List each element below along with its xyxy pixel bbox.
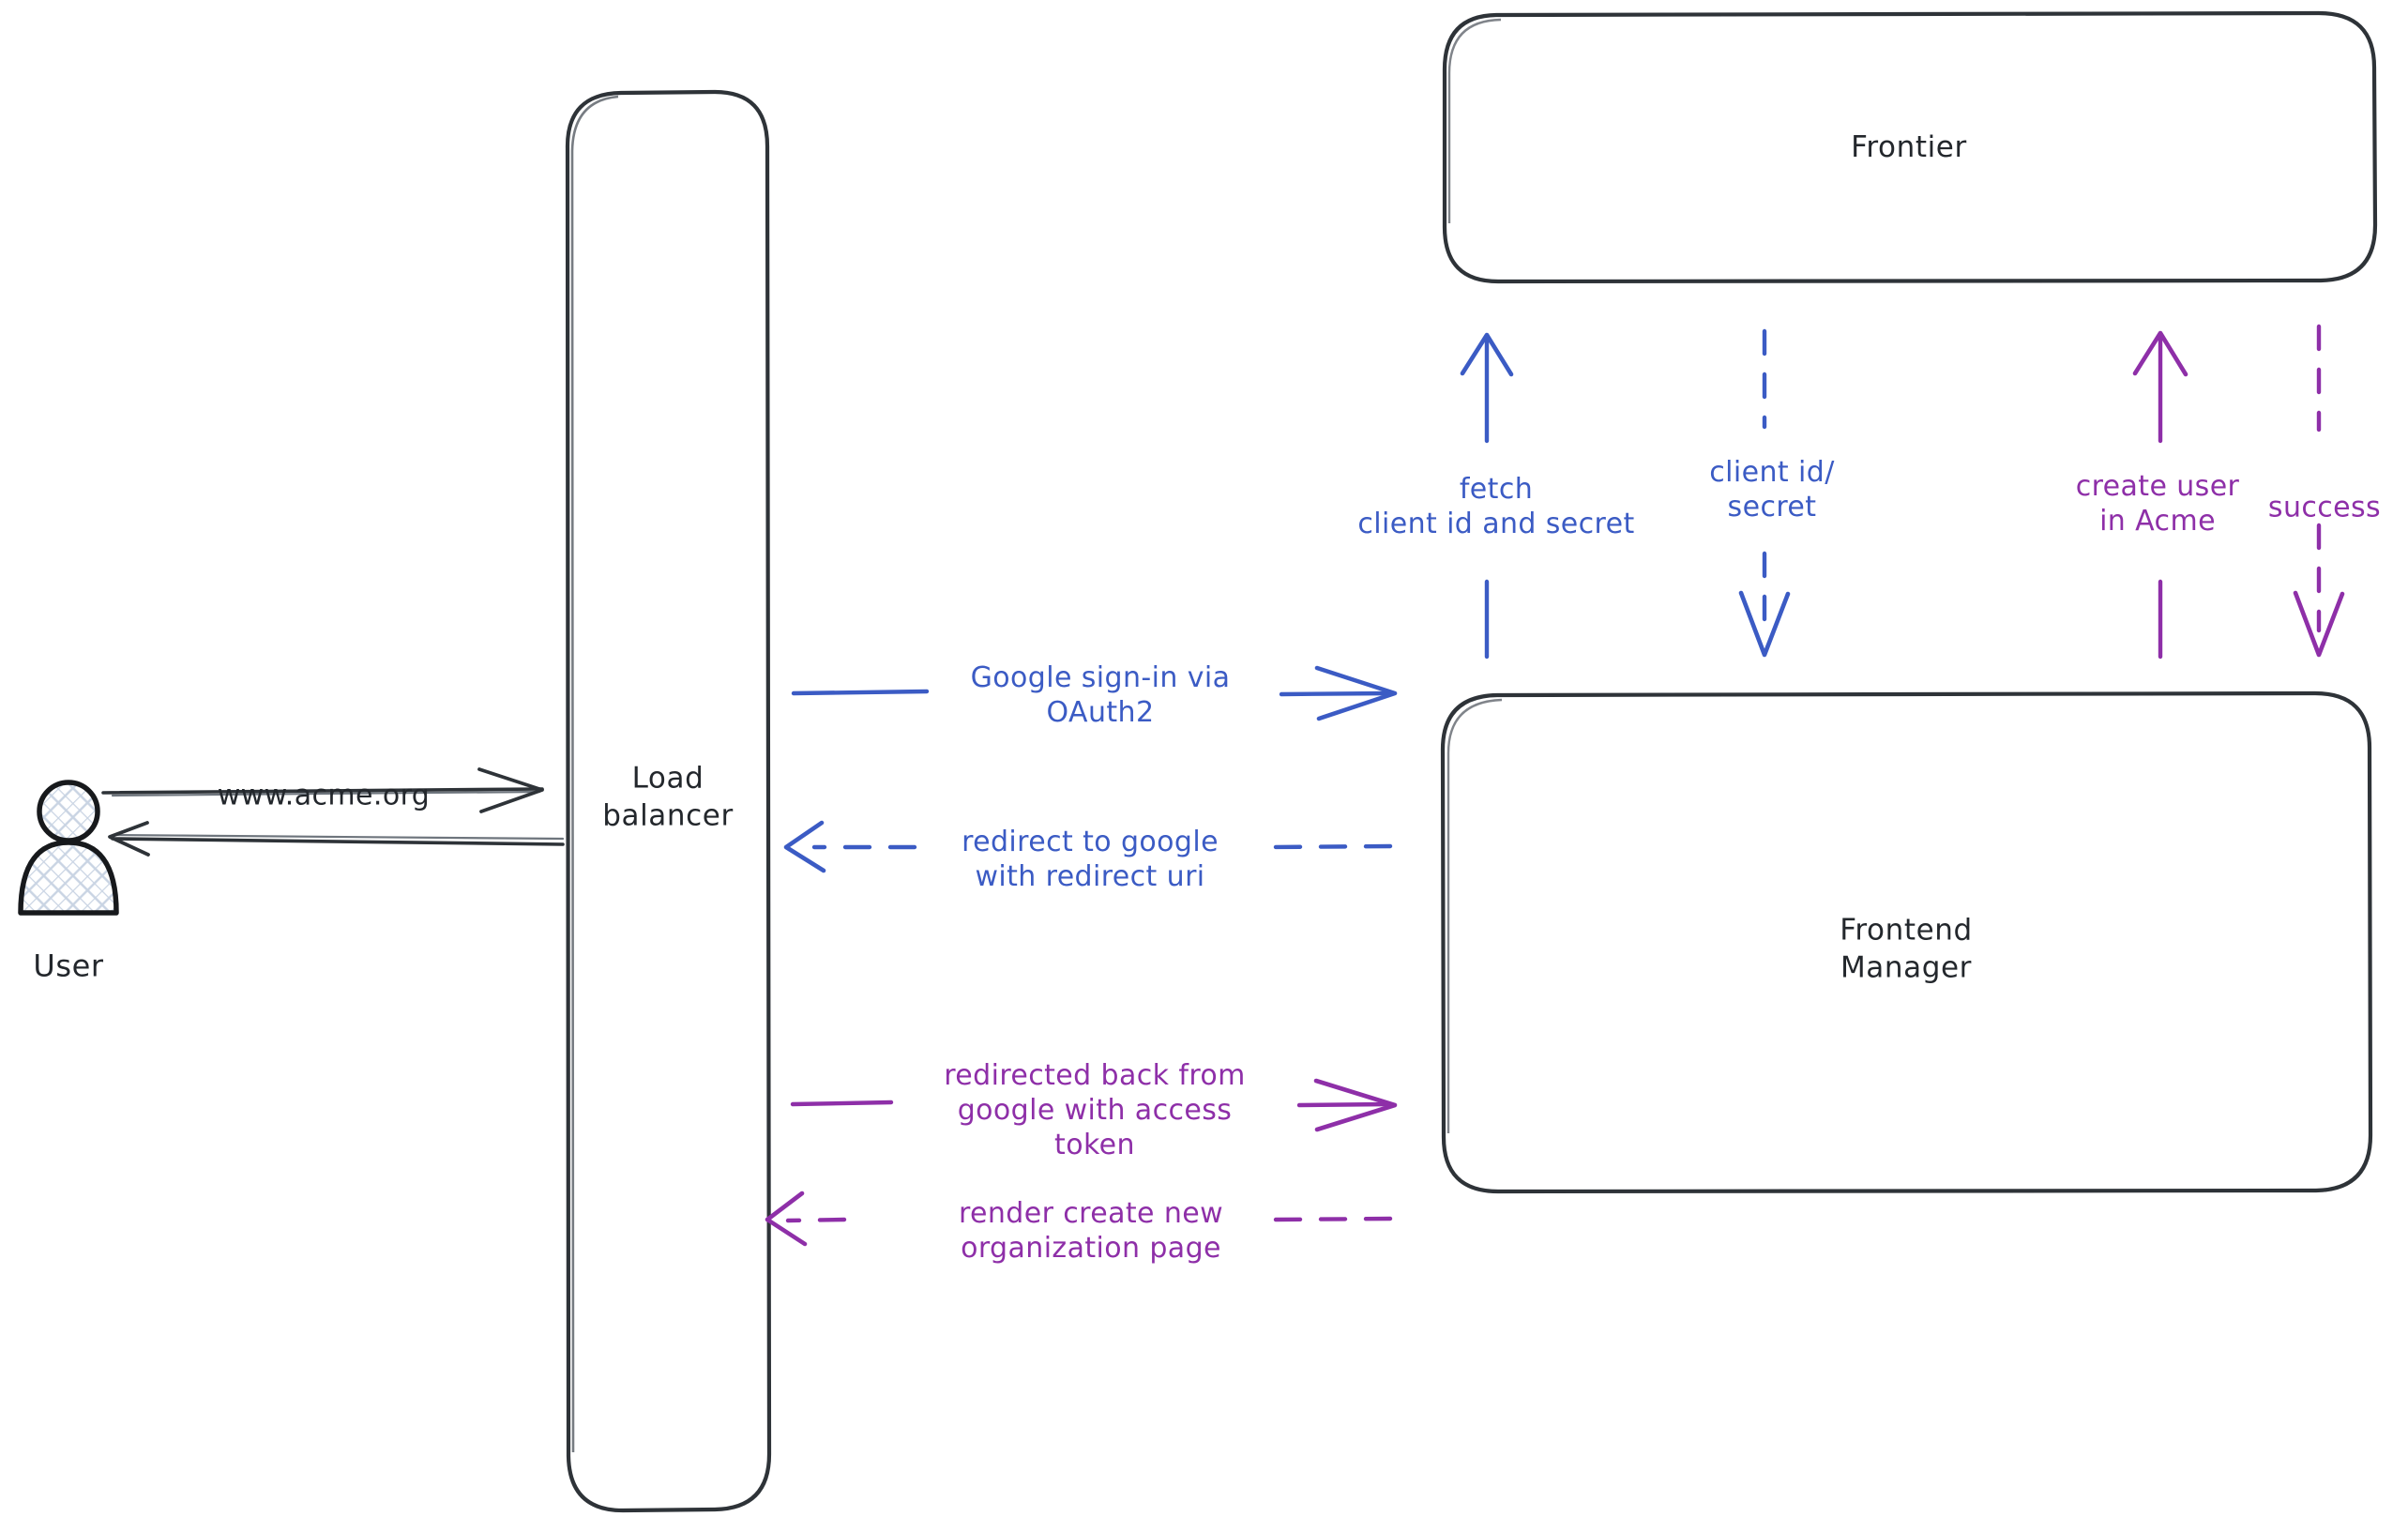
- arrowhead-down-icon: [1738, 590, 1791, 658]
- edge-label-fm-to-frontier-fetch: fetch client id and secret: [1357, 472, 1635, 540]
- arrowhead-right-icon: [477, 767, 544, 813]
- edge-fm-to-lb-render: [765, 1191, 1393, 1247]
- edge-label-fm-to-frontier-create-user: create user in Acme: [2075, 469, 2240, 538]
- node-frontier[interactable]: [1442, 10, 2378, 284]
- edge-frontier-to-fm-success: [2293, 324, 2345, 658]
- edge-lb-to-fm-signin: [791, 665, 1398, 721]
- arrowhead-up-icon: [1460, 332, 1514, 377]
- edge-lb-to-fm-token: [790, 1078, 1398, 1132]
- edge-fm-to-frontier-create-user: [2132, 330, 2188, 660]
- edge-label-user-to-lb: www.acme.org: [217, 779, 431, 812]
- arrowhead-left-icon: [765, 1191, 808, 1247]
- user-head-icon: [37, 780, 100, 843]
- edge-label-frontier-to-fm-success: success: [2267, 491, 2382, 524]
- actor-user[interactable]: [18, 780, 119, 916]
- arrowhead-down-icon: [2293, 590, 2345, 658]
- edge-lb-to-user: [108, 821, 565, 857]
- edge-label-fm-to-lb-redirect: redirect to google with redirect uri: [962, 825, 1219, 893]
- edge-user-to-lb: [101, 767, 544, 813]
- arrowhead-right-icon: [1313, 1078, 1398, 1132]
- edge-label-frontier-to-fm-creds: client id/ secret: [1709, 455, 1835, 523]
- arrowhead-left-icon: [783, 820, 826, 873]
- edge-fm-to-frontier-fetch: [1460, 332, 1514, 660]
- node-frontend-manager[interactable]: [1440, 690, 2373, 1194]
- edge-label-lb-to-fm-signin: Google sign-in via OAuth2: [970, 660, 1231, 729]
- edge-label-lb-to-fm-token: redirected back from google with access …: [944, 1059, 1246, 1162]
- arrowhead-right-icon: [1314, 665, 1398, 721]
- arrowhead-up-icon: [2132, 330, 2188, 377]
- edge-frontier-to-fm-creds: [1738, 328, 1791, 658]
- user-body-icon: [18, 840, 119, 916]
- node-load-balancer[interactable]: [565, 89, 772, 1513]
- edge-label-fm-to-lb-render: render create new organization page: [958, 1196, 1224, 1265]
- arrowhead-left-icon: [108, 821, 150, 857]
- edge-fm-to-lb-redirect: [783, 820, 1393, 873]
